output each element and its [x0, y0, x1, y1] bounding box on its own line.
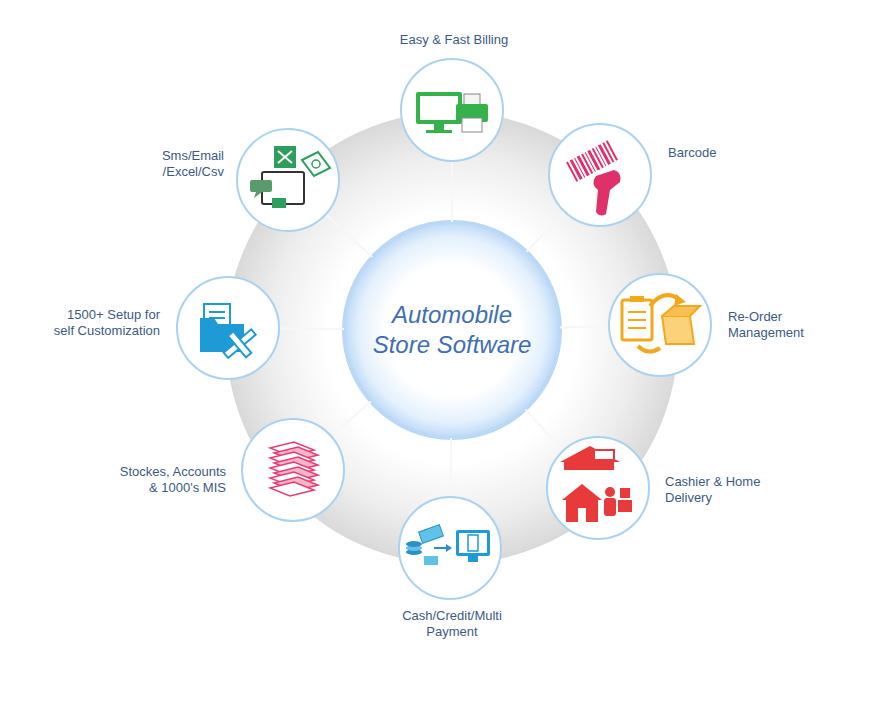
feature-label: Barcode: [668, 145, 748, 161]
feature-circle: Stockes, Accounts & 1000's MIS: [241, 418, 345, 522]
feature-circle: Sms/Email /Excel/Csv: [236, 128, 340, 232]
feature-label: Easy & Fast Billing: [354, 32, 554, 48]
feature-label: 1500+ Setup for self Customization: [44, 307, 160, 339]
feature-circle: Barcode: [548, 123, 652, 227]
spoke-line: [280, 327, 344, 330]
payment-icon: [406, 525, 490, 565]
spoke-line: [525, 409, 562, 449]
center-title: Automobile Store Software: [362, 300, 542, 360]
spoke-line: [527, 213, 565, 252]
feature-label: Sms/Email /Excel/Csv: [154, 148, 224, 180]
feature-circle: Cashier & Home Delivery: [546, 436, 650, 540]
barcode-icon: [566, 140, 620, 215]
spoke-line: [332, 401, 371, 435]
feature-label: Cash/Credit/Multi Payment: [382, 608, 522, 640]
feature-label: Cashier & Home Delivery: [665, 474, 769, 506]
messaging-icon: [250, 146, 330, 208]
feature-label: Stockes, Accounts & 1000's MIS: [112, 464, 226, 496]
setup-icon: [200, 304, 263, 366]
feature-circle: Cash/Credit/Multi Payment: [398, 496, 502, 600]
papers-icon: [270, 442, 318, 496]
reorder-icon: [622, 294, 700, 352]
feature-label: Re-Order Management: [728, 309, 820, 341]
billing-icon: [416, 92, 488, 133]
spoke-line: [326, 215, 372, 257]
center-circle: Automobile Store Software: [344, 222, 560, 438]
feature-circle: 1500+ Setup for self Customization: [176, 276, 280, 380]
spoke-line: [560, 326, 608, 327]
spoke-line: [451, 162, 453, 222]
spoke-line: [449, 438, 452, 496]
feature-circle: Easy & Fast Billing: [400, 58, 504, 162]
delivery-icon: [560, 446, 632, 522]
feature-circle: Re-Order Management: [608, 273, 712, 377]
